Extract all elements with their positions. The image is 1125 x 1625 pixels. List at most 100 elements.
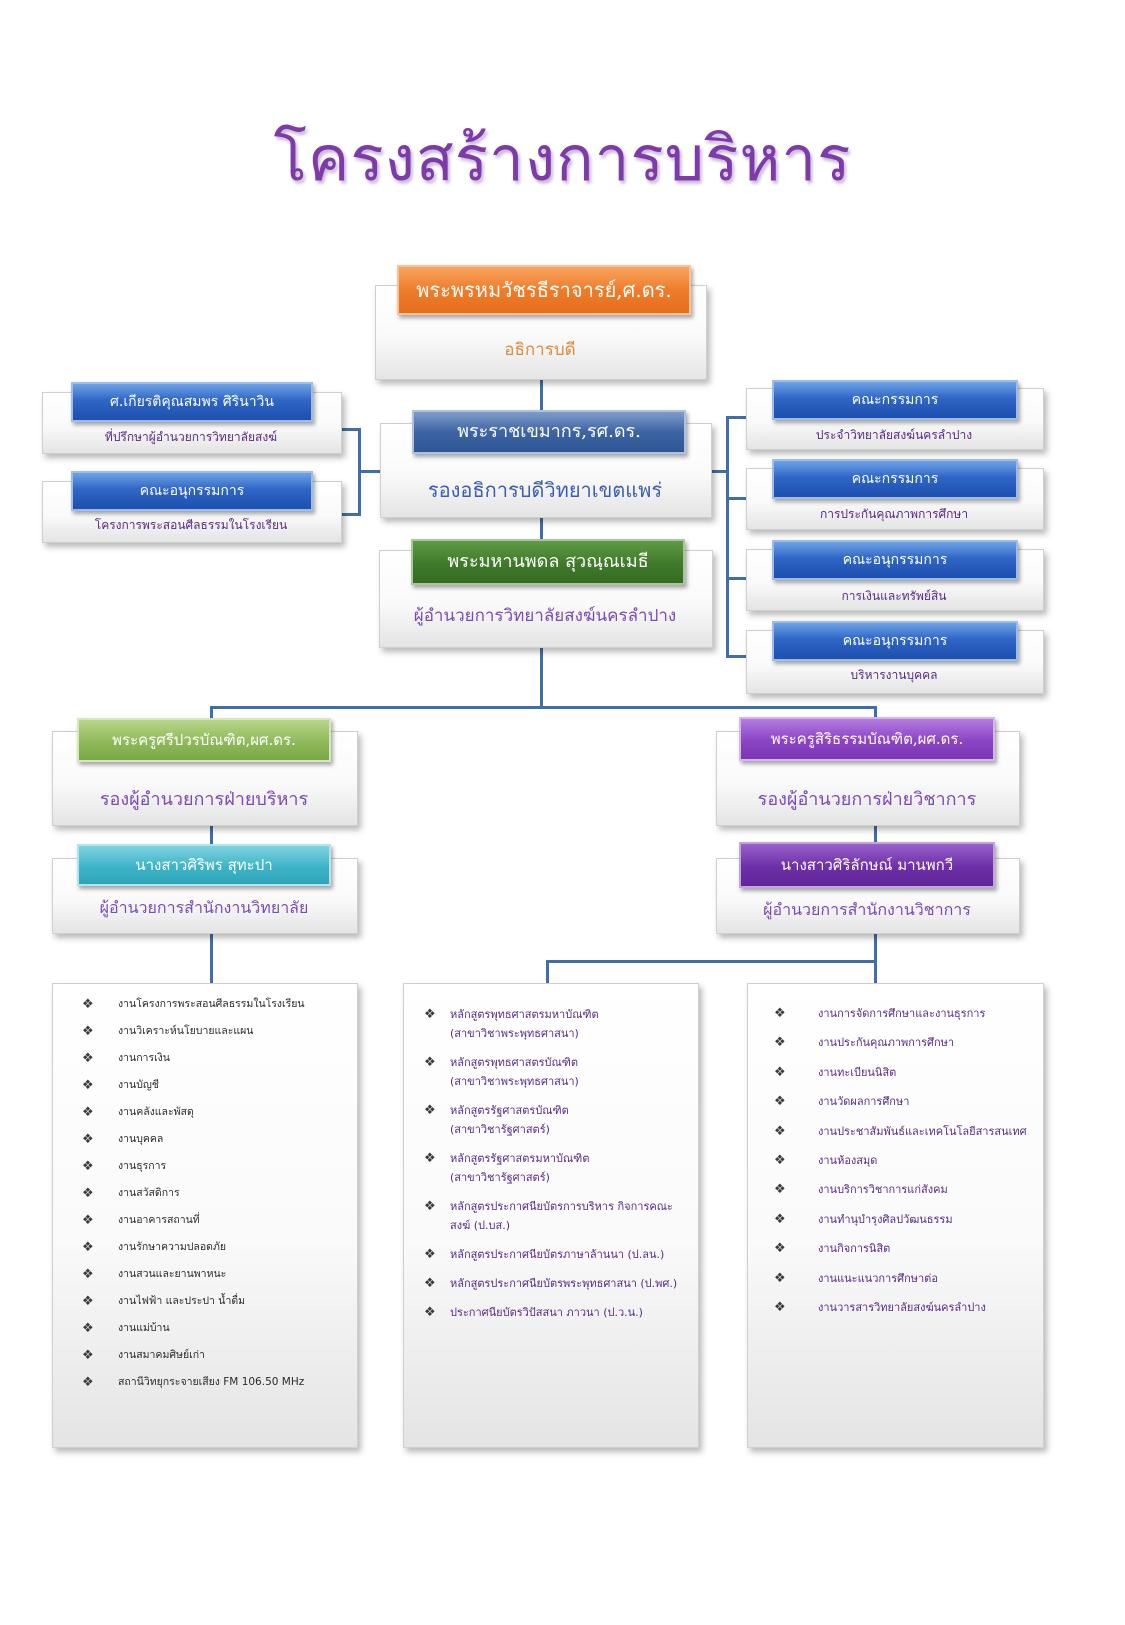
page-title: โครงสร้างการบริหาร <box>273 122 852 195</box>
program-item: ❖หลักสูตรประกาศนียบัตรการบริหาร กิจการคณ… <box>424 1197 677 1235</box>
list-item-text: งานอาคารสถานที่ <box>118 1214 200 1226</box>
academic-tasks-box <box>747 983 1044 1448</box>
subcommittee-morality-name: คณะอนุกรรมการ <box>71 471 313 511</box>
academic-office-director-name: นางสาวศิริลักษณ์ มานพกวี <box>739 842 995 888</box>
program-item: ❖ประกาศนียบัตรวิปัสสนา ภาวนา (ป.ว.น.) <box>424 1303 677 1322</box>
bullet-icon: ❖ <box>82 1186 94 1201</box>
list-item-text: งานโครงการพระสอนศีลธรรมในโรงเรียน <box>118 998 305 1010</box>
admin-task-item: ❖งานโครงการพระสอนศีลธรรมในโรงเรียน <box>82 991 305 1018</box>
bullet-icon: ❖ <box>82 1105 94 1120</box>
admin-task-item: ❖ งานสวัสดิการ <box>82 1180 305 1207</box>
bullet-icon: ❖ <box>82 1375 94 1390</box>
connector-tasks-horizontal <box>546 960 877 963</box>
list-item-text: (สาขาวิชารัฐศาสตร์) <box>450 1123 550 1136</box>
connector-right-4 <box>726 655 746 658</box>
bullet-icon: ❖ <box>424 1151 436 1166</box>
deputy-admin-role: รองผู้อำนวยการฝ่ายบริหาร <box>99 789 309 810</box>
list-item-text: งานแนะแนวการศึกษาต่อ <box>818 1271 938 1285</box>
list-item-text: งานวารสารวิทยาลัยสงฆ์นครลำปาง <box>818 1301 986 1315</box>
admin-task-item: ❖ งานอาคารสถานที่ <box>82 1207 305 1234</box>
list-item-text: งานประชาสัมพันธ์และเทคโนโลยีสารสนเทศ <box>818 1124 1027 1138</box>
connector-left-top <box>340 428 360 431</box>
bullet-icon: ❖ <box>82 1348 94 1363</box>
list-item-text: หลักสูตรประกาศนียบัตรพระพุทธศาสนา (ป.พศ.… <box>450 1277 678 1290</box>
bullet-icon: ❖ <box>774 1094 786 1110</box>
bullet-icon: ❖ <box>774 1241 786 1257</box>
connector-right-center <box>711 470 729 473</box>
academic-task-item: ❖งานวัดผลการศึกษา <box>774 1087 1027 1116</box>
academic-task-item: ❖งานประกันคุณภาพการศึกษา <box>774 1028 1027 1057</box>
connector-right-office <box>874 826 877 856</box>
advisor-name: ศ.เกียรติคุณสมพร ศิรินาวิน <box>71 382 313 422</box>
admin-tasks-box <box>52 983 358 1448</box>
bullet-icon: ❖ <box>424 1055 436 1070</box>
admin-task-item: ❖ งานสมาคมศิษย์เก่า <box>82 1342 305 1369</box>
office-director-name: นางสาวศิริพร สุทะปา <box>77 844 331 886</box>
admin-task-item: ❖งานการเงิน <box>82 1045 305 1072</box>
list-item-text: งานไฟฟ้า และประปา น้ำดื่ม <box>118 1295 246 1307</box>
rector-name: พระพรหมวัชรธีราจารย์,ศ.ดร. <box>397 265 691 315</box>
bullet-icon: ❖ <box>82 1213 94 1228</box>
connector-programs <box>546 960 549 986</box>
admin-task-item: ❖งานแม่บ้าน <box>82 1315 305 1342</box>
list-item-text: ประกาศนียบัตรวิปัสสนา ภาวนา (ป.ว.น.) <box>450 1306 643 1319</box>
director-name: พระมหานพดล สุวณฺณเมธี <box>411 539 685 585</box>
academic-task-item: ❖งานทำนุบำรุงศิลปวัฒนธรรม <box>774 1205 1027 1234</box>
bullet-icon: ❖ <box>774 1064 786 1080</box>
connector-left-bottom <box>340 513 360 516</box>
director-role: ผู้อำนวยการวิทยาลัยสงฆ์นครลำปาง <box>413 606 677 626</box>
bullet-icon: ❖ <box>424 1276 436 1291</box>
programs-list: ❖หลักสูตรพุทธศาสตรมหาบัณฑิต(สาขาวิชาพระพ… <box>424 1005 677 1332</box>
list-item-text: งานห้องสมุด <box>818 1154 878 1168</box>
bullet-icon: ❖ <box>774 1182 786 1198</box>
bullet-icon: ❖ <box>82 1321 94 1336</box>
committee-college-name: คณะกรรมการ <box>772 380 1018 420</box>
bullet-icon: ❖ <box>774 1035 786 1051</box>
list-item-text: งานรักษาความปลอดภัย <box>118 1241 227 1253</box>
bullet-icon: ❖ <box>82 1024 94 1039</box>
committee-college-role: ประจำวิทยาลัยสงฆ์นครลำปาง <box>815 428 973 442</box>
list-item-text: หลักสูตรพุทธศาสตรบัณฑิต <box>450 1056 579 1069</box>
list-item-text: งานกิจการนิสิต <box>818 1242 891 1256</box>
list-item-text: หลักสูตรรัฐศาสตรมหาบัณฑิต <box>450 1152 590 1165</box>
academic-task-item: ❖ งานประชาสัมพันธ์และเทคโนโลยีสารสนเทศ <box>774 1117 1027 1146</box>
academic-task-item: ❖ งานกิจการนิสิต <box>774 1234 1027 1263</box>
committee-qa-role: การประกันคุณภาพการศึกษา <box>819 507 969 521</box>
list-item-text: งานทำนุบำรุงศิลปวัฒนธรรม <box>818 1212 953 1226</box>
bullet-icon: ❖ <box>424 1247 436 1262</box>
academic-task-item: ❖งานการจัดการศึกษาและงานธุรการ <box>774 999 1027 1028</box>
bullet-icon: ❖ <box>774 1123 786 1139</box>
bullet-icon: ❖ <box>82 1240 94 1255</box>
connector-left-tasks <box>210 932 213 984</box>
committee-qa-name: คณะกรรมการ <box>772 459 1018 499</box>
bullet-icon: ❖ <box>82 1051 94 1066</box>
admin-tasks-list: ❖งานโครงการพระสอนศีลธรรมในโรงเรียน❖งานวิ… <box>82 991 305 1396</box>
list-item-text: (สาขาวิชาพระพุทธศาสนา) <box>450 1027 579 1040</box>
bullet-icon: ❖ <box>424 1199 436 1214</box>
bullet-icon: ❖ <box>774 1300 786 1316</box>
academic-office-director-role: ผู้อำนวยการสำนักงานวิชาการ <box>763 900 971 919</box>
list-item-text: งานบุคคล <box>118 1133 164 1145</box>
bullet-icon: ❖ <box>774 1153 786 1169</box>
program-item: ❖หลักสูตรรัฐศาสตรมหาบัณฑิต(สาขาวิชารัฐศา… <box>424 1149 677 1187</box>
program-item: ❖หลักสูตรประกาศนียบัตรภาษาล้านนา (ป.ลน.) <box>424 1245 677 1264</box>
bullet-icon: ❖ <box>82 1267 94 1282</box>
list-item-text: (สาขาวิชาพระพุทธศาสนา) <box>450 1075 579 1088</box>
admin-task-item: ❖งานบุคคล <box>82 1126 305 1153</box>
connector-right-bus <box>726 416 729 657</box>
connector-academic-tasks <box>874 960 877 986</box>
subcommittee-finance-role: การเงินและทรัพย์สิน <box>841 589 947 603</box>
deputy-academic-role: รองผู้อำนวยการฝ่ายวิชาการ <box>757 789 977 810</box>
admin-task-item: ❖สถานีวิทยุกระจายเสียง FM 106.50 MHz <box>82 1369 305 1396</box>
list-item-text: งานบัญชี <box>118 1079 159 1091</box>
list-item-text: สงฆ์ (ป.บส.) <box>450 1219 511 1232</box>
connector-right-tasks <box>874 932 877 962</box>
academic-task-item: ❖ งานห้องสมุด <box>774 1146 1027 1175</box>
admin-task-item: ❖งานคลังและพัสดุ <box>82 1099 305 1126</box>
list-item-text: งานสมาคมศิษย์เก่า <box>118 1349 205 1361</box>
list-item-text: งานสวัสดิการ <box>118 1187 180 1199</box>
connector-left-center <box>358 470 380 473</box>
list-item-text: หลักสูตรรัฐศาสตรบัณฑิต <box>450 1104 569 1117</box>
bullet-icon: ❖ <box>82 1159 94 1174</box>
rector-role: อธิการบดี <box>504 340 576 360</box>
